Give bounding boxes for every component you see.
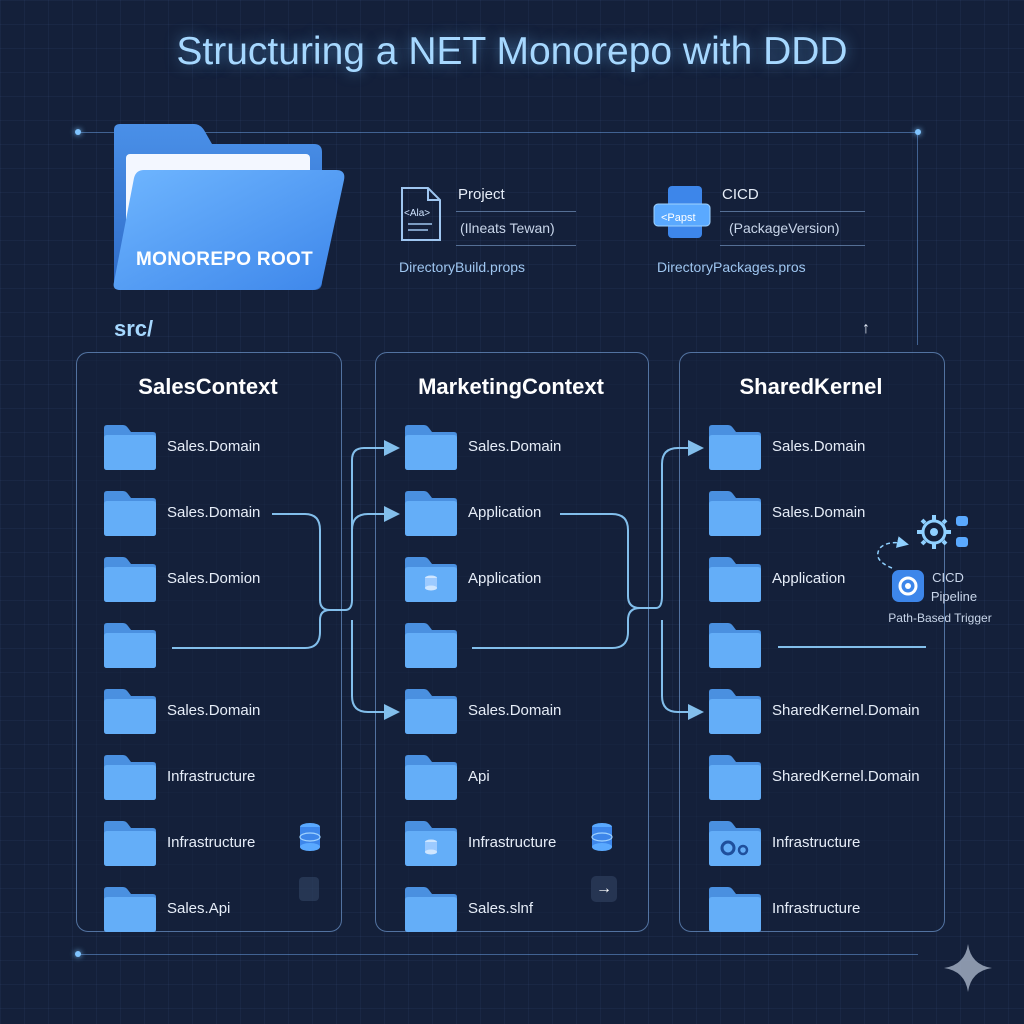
folder-icon (709, 425, 761, 470)
pipeline-label-line2: Pipeline (930, 589, 978, 604)
folder-label: Sales.Domain (468, 438, 562, 455)
pipeline-trigger-icon[interactable] (890, 568, 926, 604)
pipeline-dashed-arrow (877, 536, 909, 569)
shared-kernel-title: SharedKernel (739, 374, 883, 399)
folder-label: Application (772, 570, 846, 587)
props-file-rule-2 (456, 245, 576, 246)
folder-icon (104, 689, 156, 734)
folder-label: Infrastructure (772, 900, 861, 917)
pipeline-label-line1: CICD (932, 570, 964, 585)
folder-label: Infrastructure (468, 834, 557, 851)
database-icon (591, 823, 613, 851)
folder-icon (405, 425, 457, 470)
folder-label: Sales.Domain (468, 702, 562, 719)
folder-label: SharedKernel.Domain (772, 702, 920, 719)
path-based-trigger-label: Path-Based Trigger (888, 611, 992, 625)
top-right-node (915, 129, 921, 135)
folder-label: Infrastructure (772, 834, 861, 851)
packages-file-name[interactable]: DirectoryPackages.pros (657, 259, 806, 275)
folder-icon (104, 755, 156, 800)
folder-icon (104, 491, 156, 536)
folder-icon (104, 887, 156, 932)
props-file-badge: <Ala> (404, 208, 431, 219)
connector-to-shared-1 (655, 440, 704, 609)
bottom-divider (78, 954, 918, 955)
props-file-rule-1 (456, 211, 576, 212)
folder-label: Sales.Api (167, 900, 231, 917)
bottom-left-node (75, 951, 81, 957)
monorepo-root-label: MONOREPO ROOT (136, 249, 314, 270)
sales-context-title: SalesContext (138, 374, 278, 399)
arrow-right-icon: → (591, 876, 617, 902)
folder-icon (405, 491, 457, 536)
folder-icon (405, 755, 457, 800)
folder-icon (405, 689, 457, 734)
folder-label: SharedKernel.Domain (772, 768, 920, 785)
folder-icon (405, 887, 457, 932)
top-left-node (75, 129, 81, 135)
connector-to-marketing-2 (351, 506, 400, 590)
props-file-label: Project (458, 186, 505, 203)
faded-database-icon (299, 877, 319, 901)
folder-icon (104, 425, 156, 470)
packages-file-rule-2 (720, 245, 865, 246)
folder-label: Infrastructure (167, 834, 256, 851)
sparkle-icon (944, 944, 992, 992)
folder-icon (104, 821, 156, 866)
connector-marketing-application (560, 513, 656, 609)
folder-label: Sales.Domain (772, 438, 866, 455)
folder-label: Application (468, 570, 542, 587)
packages-file-rule-1 (720, 211, 865, 212)
folder-icon (709, 887, 761, 932)
folder-icon (104, 623, 156, 668)
folder-icon (709, 623, 761, 668)
marketing-context-title: MarketingContext (418, 374, 604, 399)
up-arrow-icon: ↑ (862, 320, 870, 337)
connector-sales-empty (172, 609, 345, 649)
packages-file-label: CICD (722, 186, 759, 203)
top-divider (78, 132, 918, 133)
page-title: Structuring a NET Monorepo with DDD (176, 30, 848, 73)
folder-database-icon (405, 557, 457, 602)
props-file-subtitle: (Ilneats Tewan) (460, 220, 555, 236)
folder-icon (709, 491, 761, 536)
folder-label: Sales.Domain (167, 438, 261, 455)
folder-icon (405, 623, 457, 668)
folder-label: Api (468, 768, 490, 785)
connector-sales-domain (272, 513, 345, 611)
folder-label: Infrastructure (167, 768, 256, 785)
folder-icon (709, 557, 761, 602)
folder-icon (104, 557, 156, 602)
connector-to-marketing-5 (351, 620, 400, 720)
packages-file-subtitle: (PackageVersion) (729, 220, 840, 236)
folder-label: Sales.Domain (167, 504, 261, 521)
gear-icon (917, 515, 968, 549)
connector-marketing-empty (472, 607, 656, 649)
folder-label: Sales.slnf (468, 900, 534, 917)
props-file-name[interactable]: DirectoryBuild.props (399, 259, 526, 275)
props-file-icon[interactable] (398, 184, 446, 244)
folder-label: Application (468, 504, 542, 521)
folder-label: Sales.Domion (167, 570, 261, 587)
packages-file-icon[interactable] (652, 184, 714, 244)
folder-label: Sales.Domain (167, 702, 261, 719)
right-frame-line (917, 135, 918, 345)
folder-icon (709, 755, 761, 800)
monorepo-root-folder-icon[interactable] (108, 122, 348, 294)
connector-to-shared-5 (661, 620, 704, 720)
folder-gears-icon (709, 821, 761, 866)
packages-file-badge: <Papst (661, 212, 696, 224)
database-icon (299, 823, 321, 851)
src-folder-label: src/ (114, 316, 154, 341)
folder-icon (709, 689, 761, 734)
folder-database-icon (405, 821, 457, 866)
connector-to-marketing-1 (344, 440, 400, 611)
folder-label: Sales.Domain (772, 504, 866, 521)
